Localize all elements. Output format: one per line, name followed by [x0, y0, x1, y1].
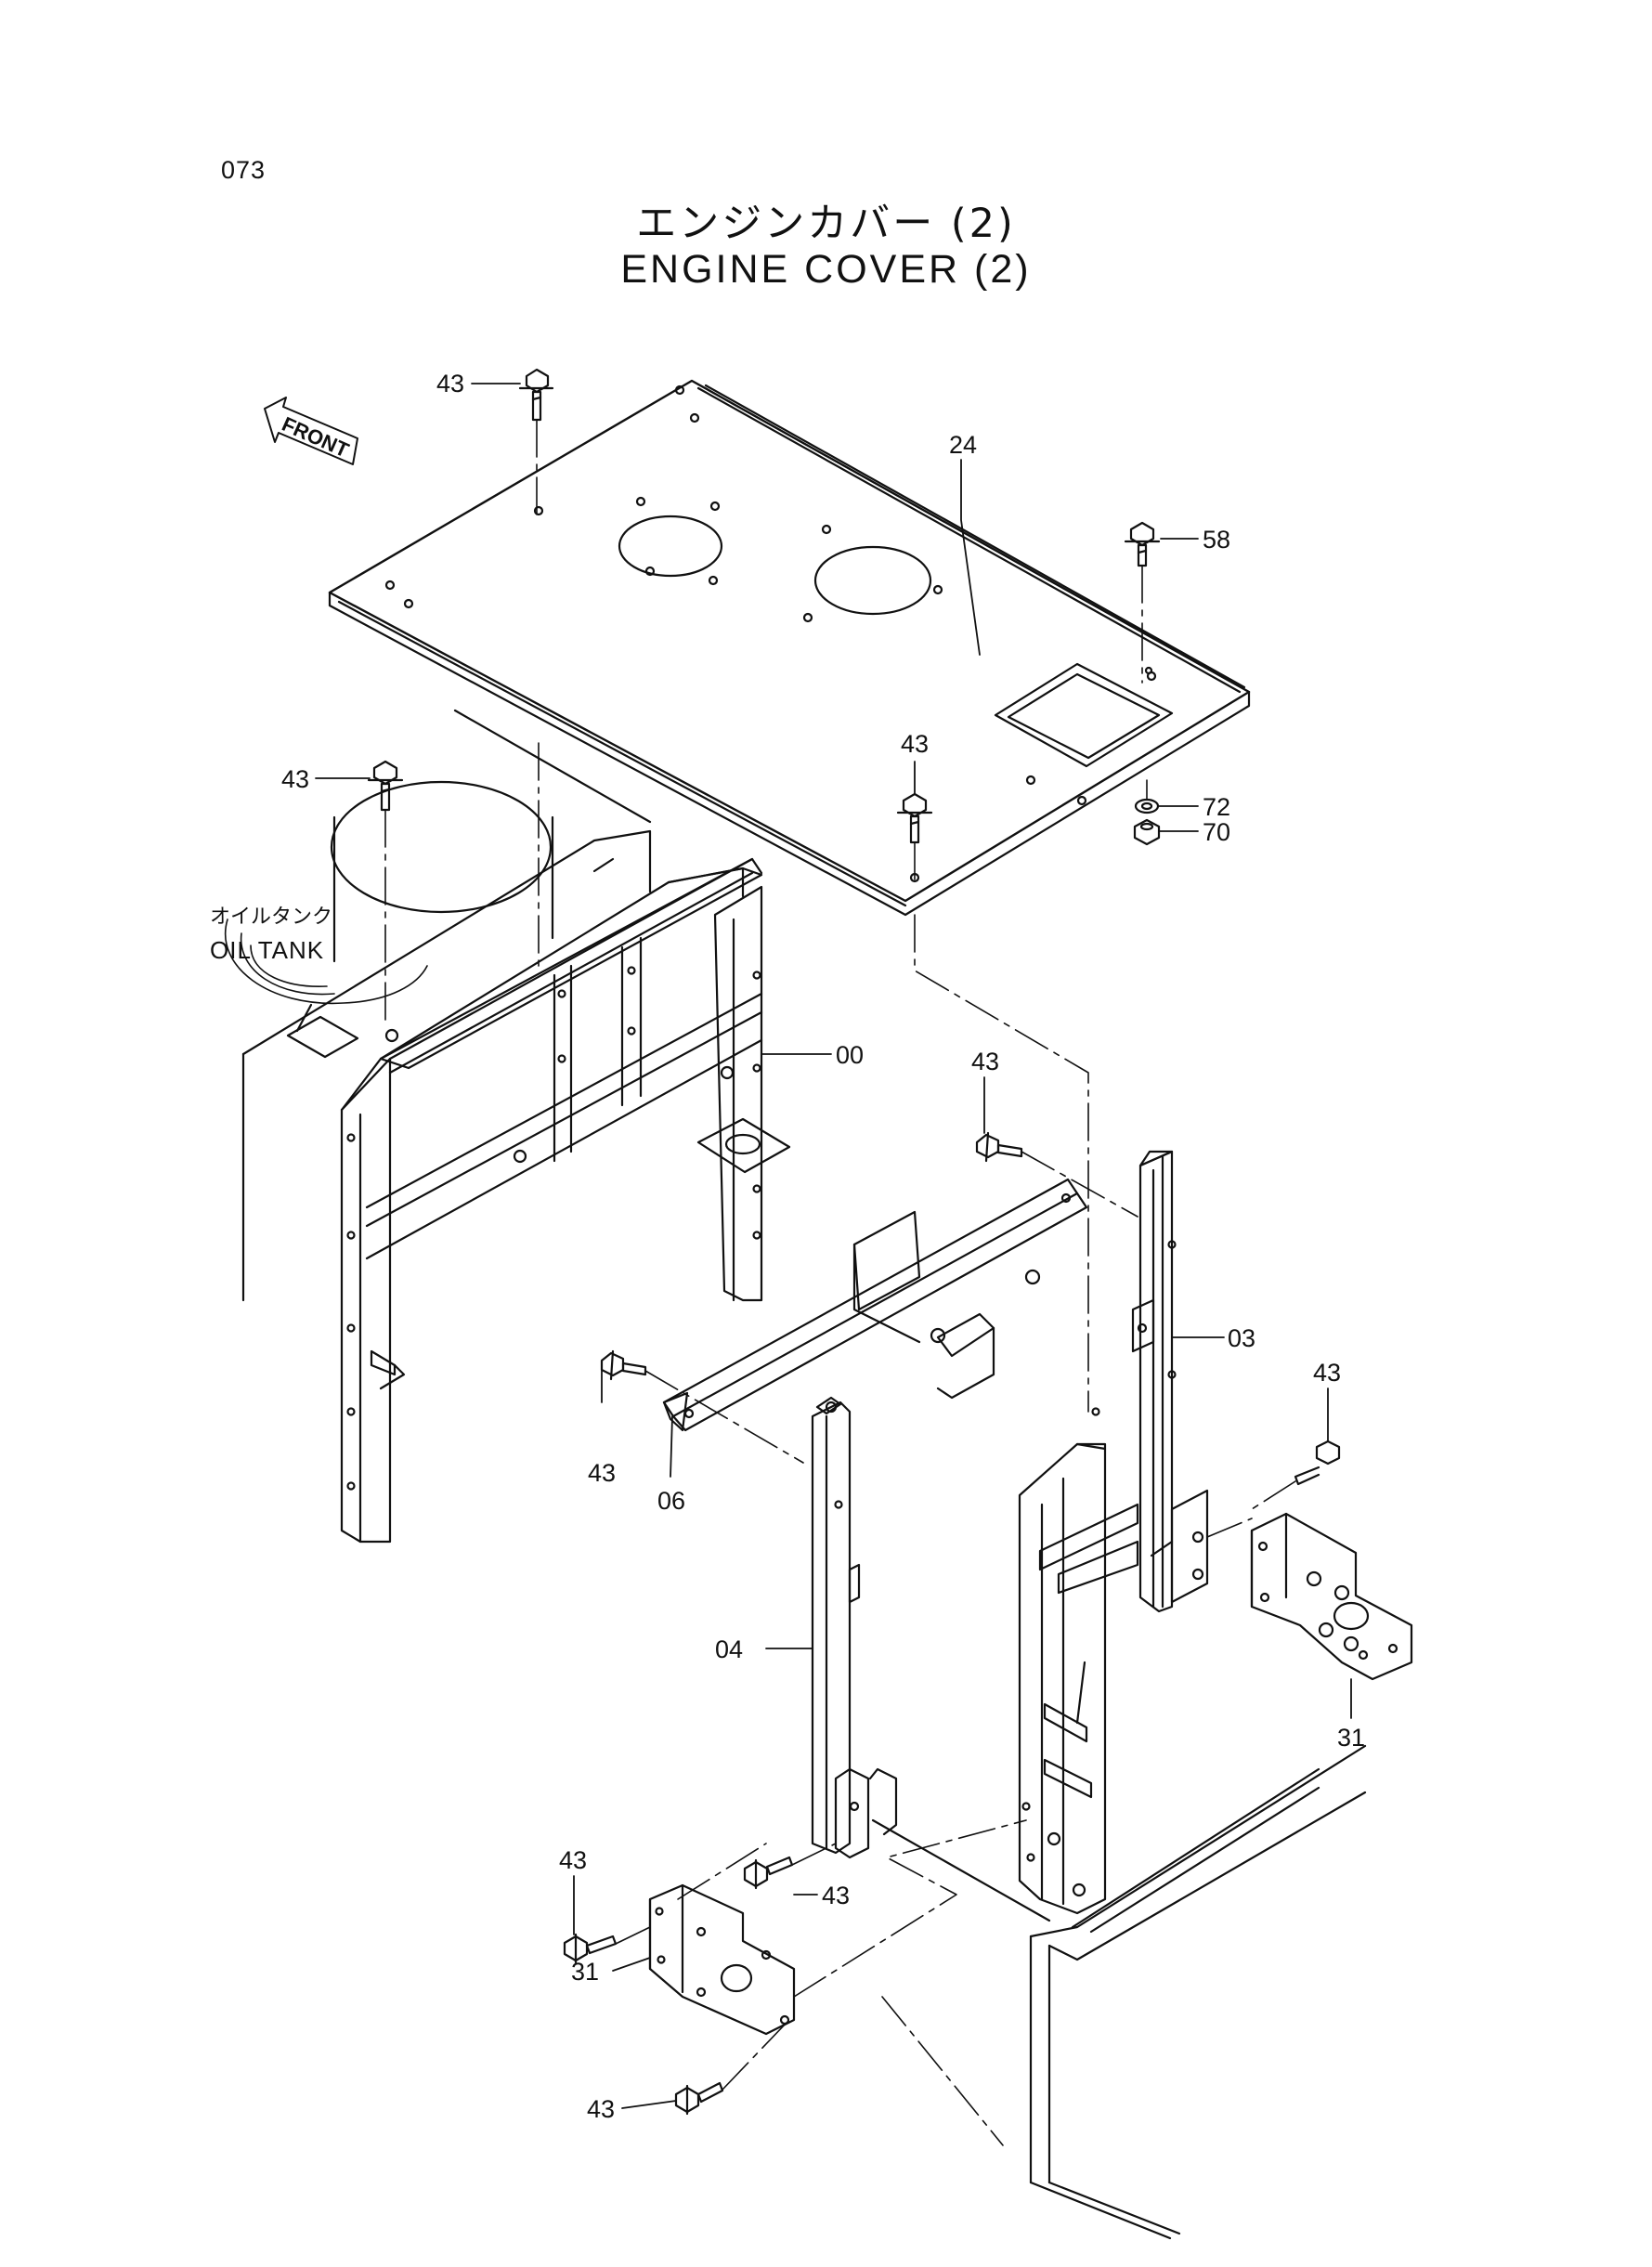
callout-leaders	[315, 383, 1352, 2109]
oil-tank-label-english: OIL TANK	[210, 936, 324, 964]
callout-43-top: 43	[436, 370, 464, 397]
bolt-icon	[674, 2081, 724, 2116]
callout-43-center: 43	[901, 730, 929, 758]
bolt-icons	[367, 368, 1341, 2116]
callout-03: 03	[1228, 1324, 1255, 1352]
callout-04: 04	[715, 1635, 743, 1663]
nut-icon	[1133, 818, 1161, 846]
bolt-icon	[600, 1349, 647, 1381]
callout-58: 58	[1203, 526, 1230, 554]
oil-tank-label-japanese: オイルタンク	[210, 905, 332, 929]
page-title-japanese: エンジンカバー (2)	[636, 201, 1016, 247]
callout-43-right: 43	[1313, 1359, 1341, 1387]
bolt-icon	[1294, 1440, 1341, 1486]
bracket-right	[1250, 1512, 1413, 1681]
callout-43-low-left: 43	[559, 1846, 587, 1874]
assembly-lines	[384, 419, 1296, 2146]
frame-assembly	[340, 857, 791, 1544]
bolt-icon	[743, 1856, 794, 1890]
front-arrow-icon: FRONT	[264, 397, 358, 465]
bolt-icon	[896, 792, 933, 844]
callout-43-low-mid: 43	[822, 1882, 850, 1909]
page-title-english: ENGINE COVER (2)	[620, 247, 1032, 292]
callout-43-left: 43	[281, 765, 309, 793]
callout-43-bottom: 43	[587, 2095, 615, 2123]
callout-24: 24	[949, 431, 977, 459]
callout-43-bracket: 43	[588, 1459, 616, 1487]
bolt-icon	[518, 368, 554, 422]
page-number: 073	[221, 156, 267, 184]
left-post	[811, 1396, 870, 1859]
engine-hood-base	[868, 1744, 1367, 2240]
callout-43-mid: 43	[971, 1048, 999, 1075]
cross-member	[662, 1178, 1088, 1432]
callout-00: 00	[836, 1041, 864, 1069]
right-post	[1131, 1150, 1209, 1613]
washer-icon	[1134, 798, 1160, 814]
oil-tank-outline: オイルタンク OIL TANK	[210, 709, 652, 1302]
callout-31-right: 31	[1337, 1724, 1365, 1752]
callout-70: 70	[1203, 818, 1230, 846]
callout-06: 06	[657, 1487, 685, 1515]
callout-72: 72	[1203, 793, 1230, 821]
bracket-left	[648, 1883, 796, 2036]
callout-31-left: 31	[571, 1958, 599, 1986]
callout-labels: 43 24 58 43 43 72 70 00 43 03 43 43 06 0…	[281, 370, 1365, 2123]
engine-cover-plate	[328, 379, 1251, 917]
engine-side-frame	[1018, 1407, 1139, 1915]
bolt-icon	[367, 760, 404, 812]
bolt-icon	[975, 1131, 1023, 1163]
bolt-icon	[1124, 521, 1161, 567]
